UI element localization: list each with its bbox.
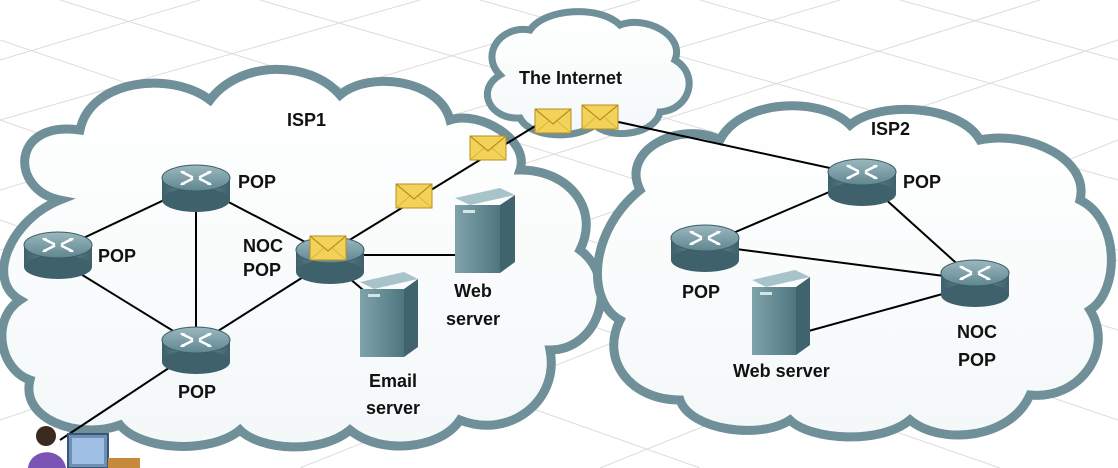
link-internet-isp2 (599, 117, 863, 176)
isp1-pop-left-label: POP (98, 246, 137, 266)
link-noc-internet (329, 119, 546, 253)
user-workstation-icon[interactable] (28, 426, 140, 468)
isp1-email-server-label-line2: server (365, 398, 421, 418)
envelope-icon (395, 183, 433, 209)
isp2-noc-pop-label: POP (957, 350, 996, 370)
server-icon[interactable] (752, 270, 810, 355)
isp2-pop-left-label: POP (682, 282, 721, 302)
envelope-icon (581, 104, 619, 130)
router-icon[interactable] (939, 258, 1011, 309)
isp1-pop-top-label: POP (238, 172, 277, 192)
isp1-noc-label: NOC (243, 236, 283, 256)
envelope-icon (469, 135, 507, 161)
isp2-web-server-label: Web server (733, 361, 830, 381)
isp1-web-server-label: Web (454, 281, 492, 301)
isp1-noc-pop-label: POP (243, 260, 282, 280)
isp1-pop-bottom-label: POP (178, 382, 217, 402)
isp2-pop-top-label: POP (903, 172, 942, 192)
internet-label: The Internet (519, 68, 623, 88)
isp1-email-server-label: Email (368, 371, 418, 391)
server-icon[interactable] (360, 272, 418, 357)
router-icon[interactable] (160, 163, 232, 214)
isp1-web-server-label-line2: server (445, 309, 501, 329)
isp2-cloud (592, 101, 1116, 442)
isp2-noc-label: NOC (957, 322, 997, 342)
internet-cloud (484, 8, 693, 139)
envelope-icon (309, 235, 347, 261)
envelope-icon (534, 108, 572, 134)
link-isp2-left-noc (704, 244, 976, 281)
router-icon[interactable] (22, 230, 94, 281)
server-icon[interactable] (455, 188, 515, 273)
router-icon[interactable] (826, 157, 898, 208)
isp2-label: ISP2 (871, 119, 911, 139)
isp1-label: ISP1 (287, 110, 327, 130)
router-icon[interactable] (160, 325, 232, 376)
router-icon[interactable] (669, 223, 741, 274)
